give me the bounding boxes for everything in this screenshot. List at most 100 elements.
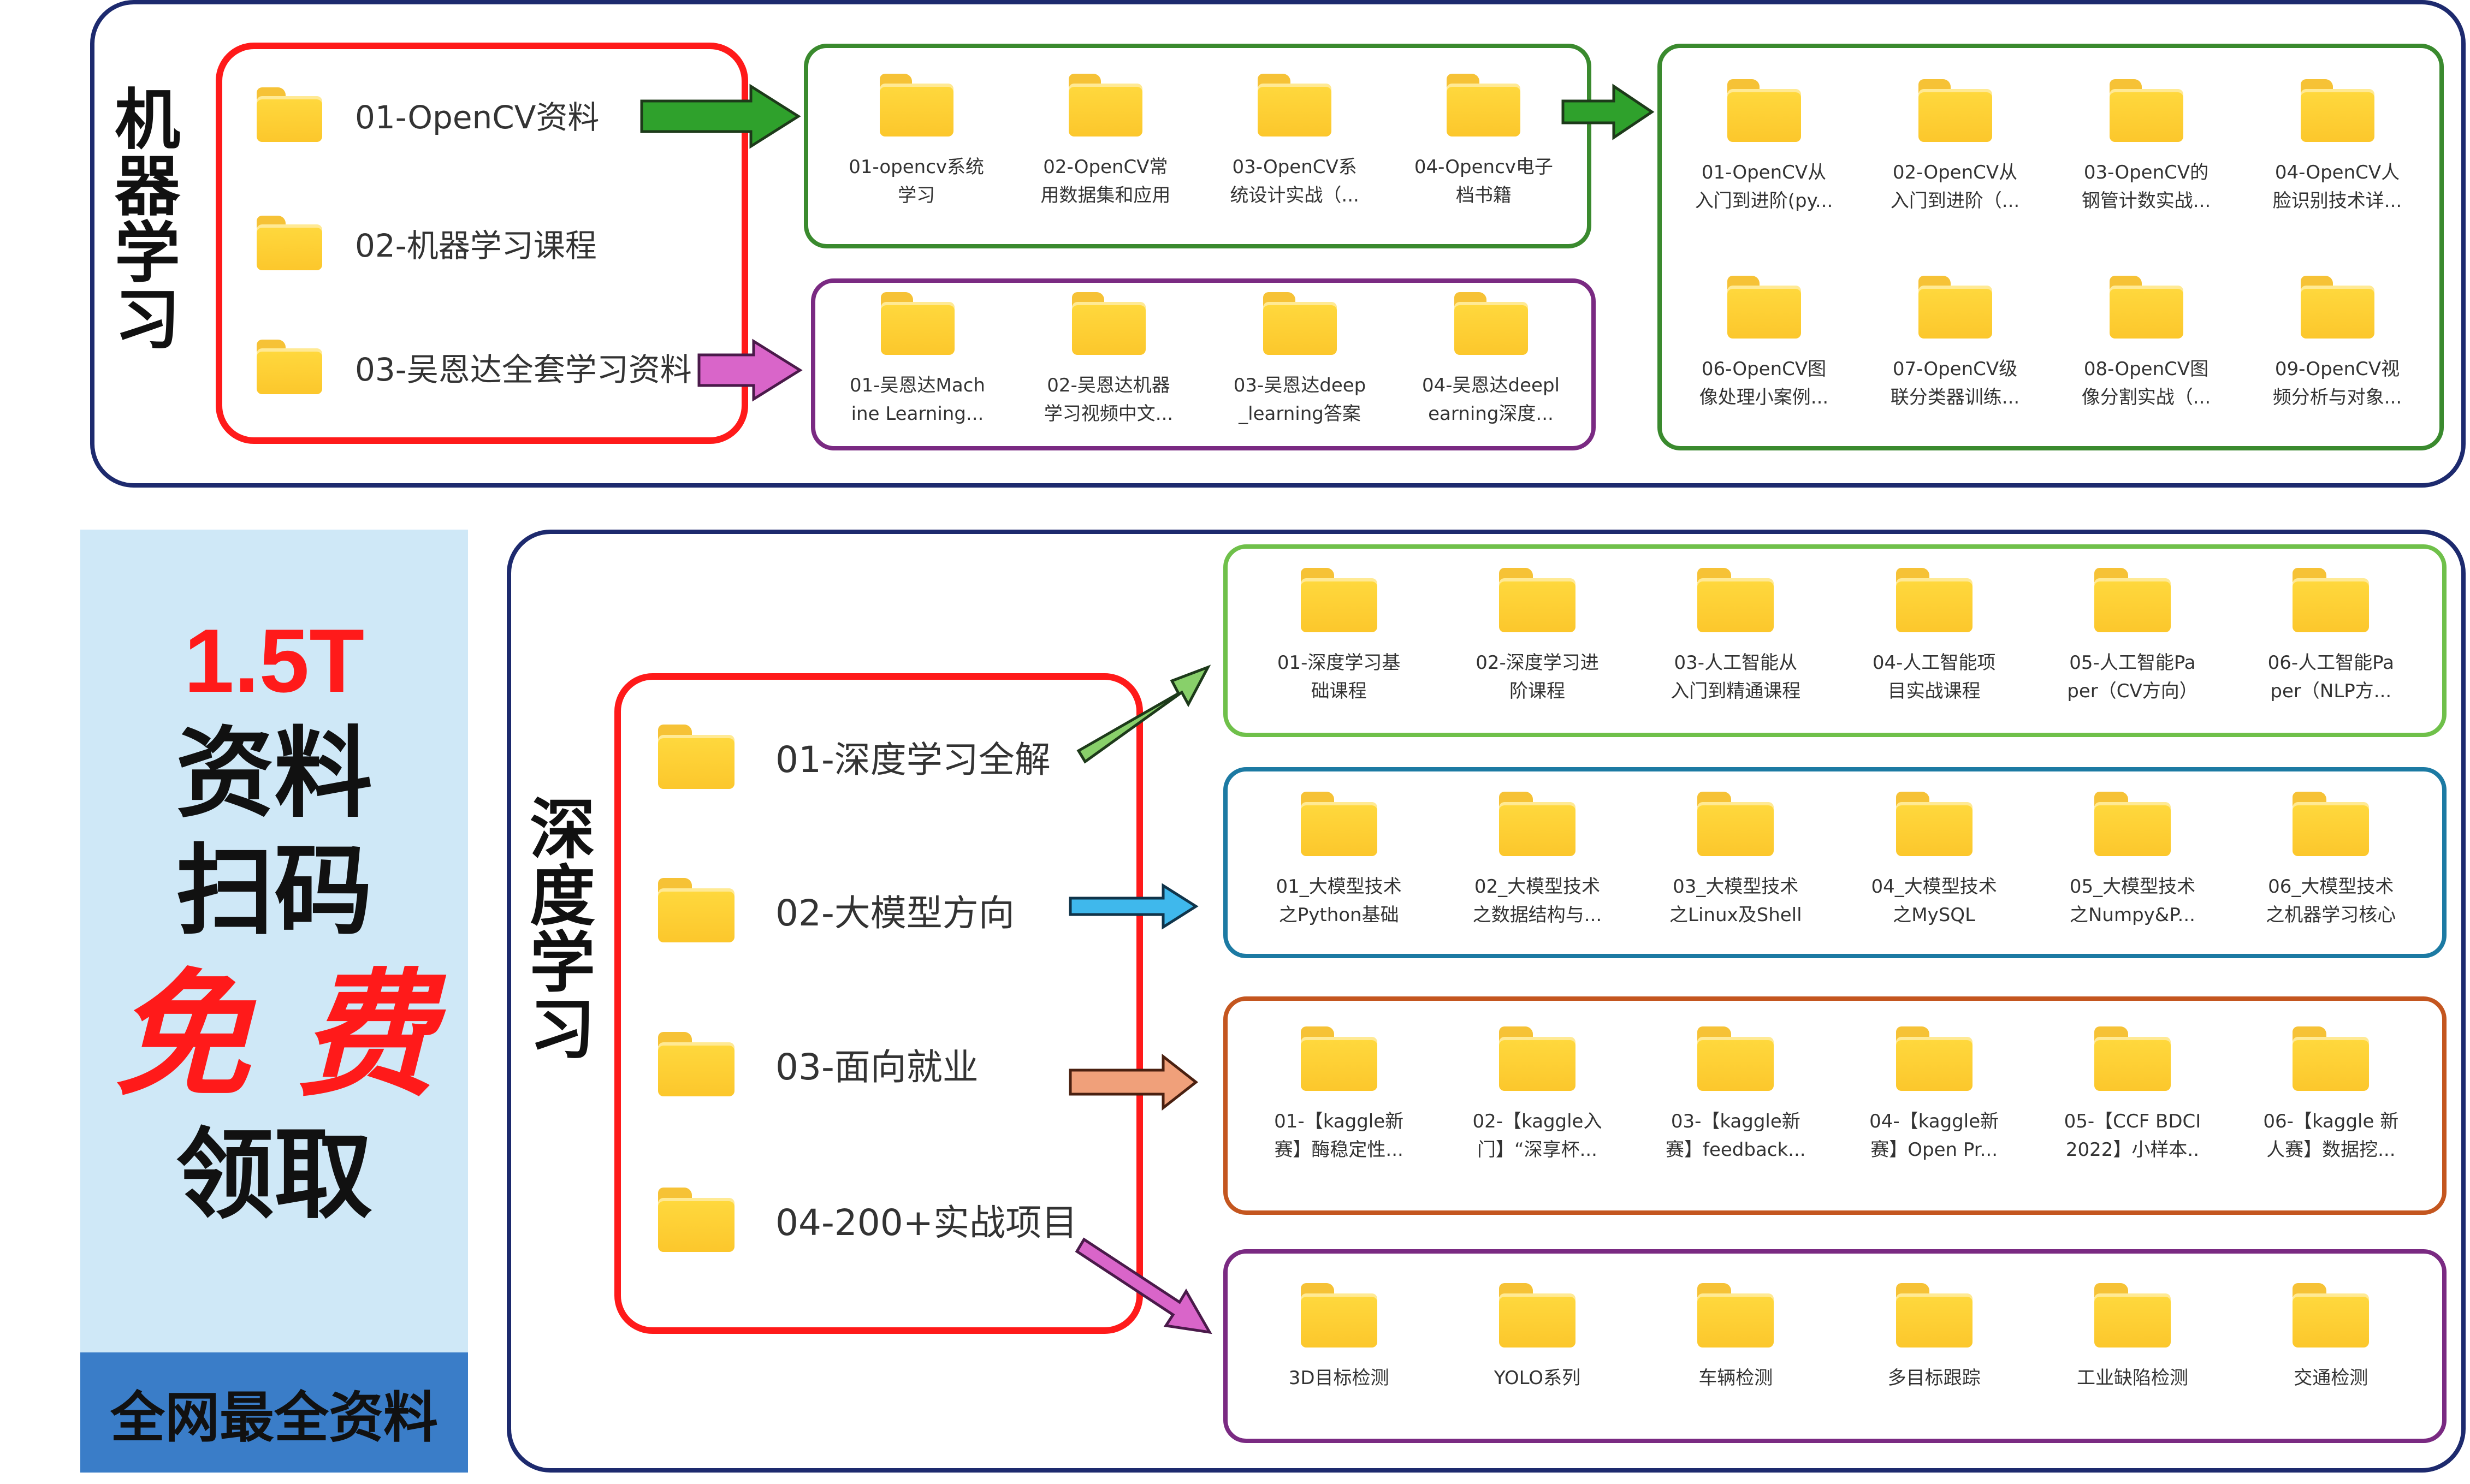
folder-tile[interactable]: 04_大模型技术 之MySQL [1835,792,2033,929]
dl-source-item[interactable]: 04-200+实战项目 [658,1188,1077,1252]
folder-tile[interactable]: 03_大模型技术 之Linux及Shell [1637,792,1835,929]
promo-size: 1.5T [183,610,365,711]
promo-band-text: 全网最全资料 [110,1385,438,1450]
folder-tile[interactable]: 05_大模型技术 之Numpy&P... [2033,792,2231,929]
folder-tile[interactable]: YOLO系列 [1438,1283,1636,1392]
folder-name: 工业缺陷检测 [2076,1367,2188,1389]
folder-icon [2094,568,2171,632]
folder-tile[interactable]: 02-OpenCV从 入门到进阶（... [1859,79,2051,215]
folder-icon [257,216,322,270]
ml-source-item[interactable]: 03-吴恩达全套学习资料 [257,340,692,394]
folder-tile[interactable]: 02-深度学习进 阶课程 [1438,568,1636,705]
dl-folders-box [1223,544,2447,737]
folder-tile[interactable]: 车辆检测 [1637,1283,1835,1392]
folder-name: 02_大模型技术 之数据结构与... [1472,876,1602,926]
folder-tile[interactable]: 01-OpenCV从 入门到进阶(py... [1668,79,1859,215]
folder-tile[interactable]: 04-人工智能项 目实战课程 [1835,568,2033,705]
folder-name: 03_大模型技术 之Linux及Shell [1669,876,1802,926]
folder-tile[interactable]: 01-深度学习基 础课程 [1240,568,1438,705]
folder-icon [1454,292,1528,355]
folder-tile[interactable]: 03-人工智能从 入门到精通课程 [1637,568,1835,705]
dl-source-item[interactable]: 03-面向就业 [658,1032,979,1096]
folder-icon [1727,276,1801,339]
opencv-folders-grid: 01-opencv系统 学习 02-OpenCV常 用数据集和应用 03-Ope… [822,74,1578,210]
promo-line1: 资料 [175,717,372,831]
folder-icon [1071,292,1146,355]
ml-source-box [216,43,748,444]
folder-icon [1068,74,1142,136]
folder-name: YOLO系列 [1494,1367,1581,1389]
folder-name: 04-【kaggle新 赛】Open Pr... [1869,1111,1999,1161]
folder-tile[interactable]: 03-OpenCV系 统设计实战（... [1200,74,1389,210]
folder-name: 01-吴恩达Mach ine Learning... [850,375,985,425]
folder-tile[interactable]: 06_大模型技术 之机器学习核心 [2232,792,2430,929]
folder-icon [1697,568,1774,632]
folder-tile[interactable]: 03-吴恩达deep _learning答案 [1204,292,1395,428]
folder-tile[interactable]: 06-【kaggle 新 人赛】数据挖... [2232,1026,2430,1164]
opencv-folders-box [804,44,1591,248]
folder-icon [1447,74,1521,136]
folder-tile[interactable]: 05-【CCF BDCI 2022】小样本.. [2033,1026,2231,1164]
folder-icon [1918,79,1992,142]
folder-icon [1498,568,1575,632]
folder-tile[interactable]: 3D目标检测 [1240,1283,1438,1392]
dl-source-item[interactable]: 01-深度学习全解 [658,725,1051,789]
folder-name: 05_大模型技术 之Numpy&P... [2069,876,2196,926]
folder-name: 03-【kaggle新 赛】feedback... [1666,1111,1806,1161]
folder-tile[interactable]: 06-OpenCV图 像处理小案例... [1668,276,1859,412]
folder-name: 09-OpenCV视 频分析与对象... [2272,358,2402,408]
folder-tile[interactable]: 08-OpenCV图 像分割实战（... [2051,276,2242,412]
folder-tile[interactable]: 03-【kaggle新 赛】feedback... [1637,1026,1835,1164]
folder-tile[interactable]: 01-opencv系统 学习 [822,74,1011,210]
folder-tile[interactable]: 交通检测 [2232,1283,2430,1392]
folder-tile[interactable]: 04-OpenCV人 脸识别技术详... [2242,79,2433,215]
ml-source-label: 01-OpenCV资料 [355,99,600,136]
folder-icon [880,292,955,355]
folder-tile[interactable]: 02-【kaggle入 门】“深享杯... [1438,1026,1636,1164]
folder-tile[interactable]: 04-Opencv电子 档书籍 [1389,74,1578,210]
folder-name: 04-吴恩达deepl earning深度... [1422,375,1560,425]
folder-tile[interactable]: 工业缺陷检测 [2033,1283,2231,1392]
folder-tile[interactable]: 06-人工智能Pa per（NLP方... [2232,568,2430,705]
folder-tile[interactable]: 09-OpenCV视 频分析与对象... [2242,276,2433,412]
opencv-subfolders-row1: 01-OpenCV从 入门到进阶(py... 02-OpenCV从 入门到进阶（… [1668,79,2433,215]
folder-tile[interactable]: 07-OpenCV级 联分类器训练... [1859,276,2051,412]
deep-learning-section [507,530,2466,1473]
folder-tile[interactable]: 01_大模型技术 之Python基础 [1240,792,1438,929]
dl-source-label: 03-面向就业 [775,1046,979,1088]
folder-tile[interactable]: 多目标跟踪 [1835,1283,2033,1392]
ml-source-item[interactable]: 01-OpenCV资料 [257,87,599,142]
folder-tile[interactable]: 01-【kaggle新 赛】酶稳定性... [1240,1026,1438,1164]
deep-learning-title: 深度学习 [530,792,595,1068]
project-folders-grid: 3D目标检测 YOLO系列 车辆检测 多目标跟踪 工业缺陷检测 交通检测 [1240,1283,2430,1392]
folder-icon [1896,792,1973,856]
folder-name: 04-Opencv电子 档书籍 [1414,156,1553,206]
folder-tile[interactable]: 01-吴恩达Mach ine Learning... [822,292,1013,428]
folder-name: 02-吴恩达机器 学习视频中文... [1044,375,1174,425]
folder-icon [1918,276,1992,339]
folder-icon [2293,1283,2370,1348]
folder-tile[interactable]: 05-人工智能Pa per（CV方向） [2033,568,2231,705]
ml-source-item[interactable]: 02-机器学习课程 [257,216,597,270]
folder-tile[interactable]: 02-吴恩达机器 学习视频中文... [1013,292,1204,428]
folder-name: 03-吴恩达deep _learning答案 [1233,375,1366,425]
folder-name: 3D目标检测 [1288,1367,1389,1389]
folder-icon [2094,1283,2171,1348]
folder-tile[interactable]: 04-吴恩达deepl earning深度... [1395,292,1586,428]
folder-name: 车辆检测 [1698,1367,1773,1389]
machine-learning-title: 机器学习 [115,82,180,358]
folder-tile[interactable]: 02_大模型技术 之数据结构与... [1438,792,1636,929]
folder-icon [1498,1026,1575,1091]
dl-source-item[interactable]: 02-大模型方向 [658,878,1015,942]
folder-icon [1896,568,1973,632]
folder-name: 06-OpenCV图 像处理小案例... [1699,358,1829,408]
job-folders-grid: 01-【kaggle新 赛】酶稳定性... 02-【kaggle入 门】“深享杯… [1240,1026,2430,1164]
folder-tile[interactable]: 04-【kaggle新 赛】Open Pr... [1835,1026,2033,1164]
folder-tile[interactable]: 03-OpenCV的 钢管计数实战... [2051,79,2242,215]
folder-name: 06-【kaggle 新 人赛】数据挖... [2263,1111,2399,1161]
folder-tile[interactable]: 02-OpenCV常 用数据集和应用 [1011,74,1200,210]
folder-name: 07-OpenCV级 联分类器训练... [1890,358,2020,408]
folder-icon [2293,792,2370,856]
folder-name: 02-深度学习进 阶课程 [1476,652,1599,702]
